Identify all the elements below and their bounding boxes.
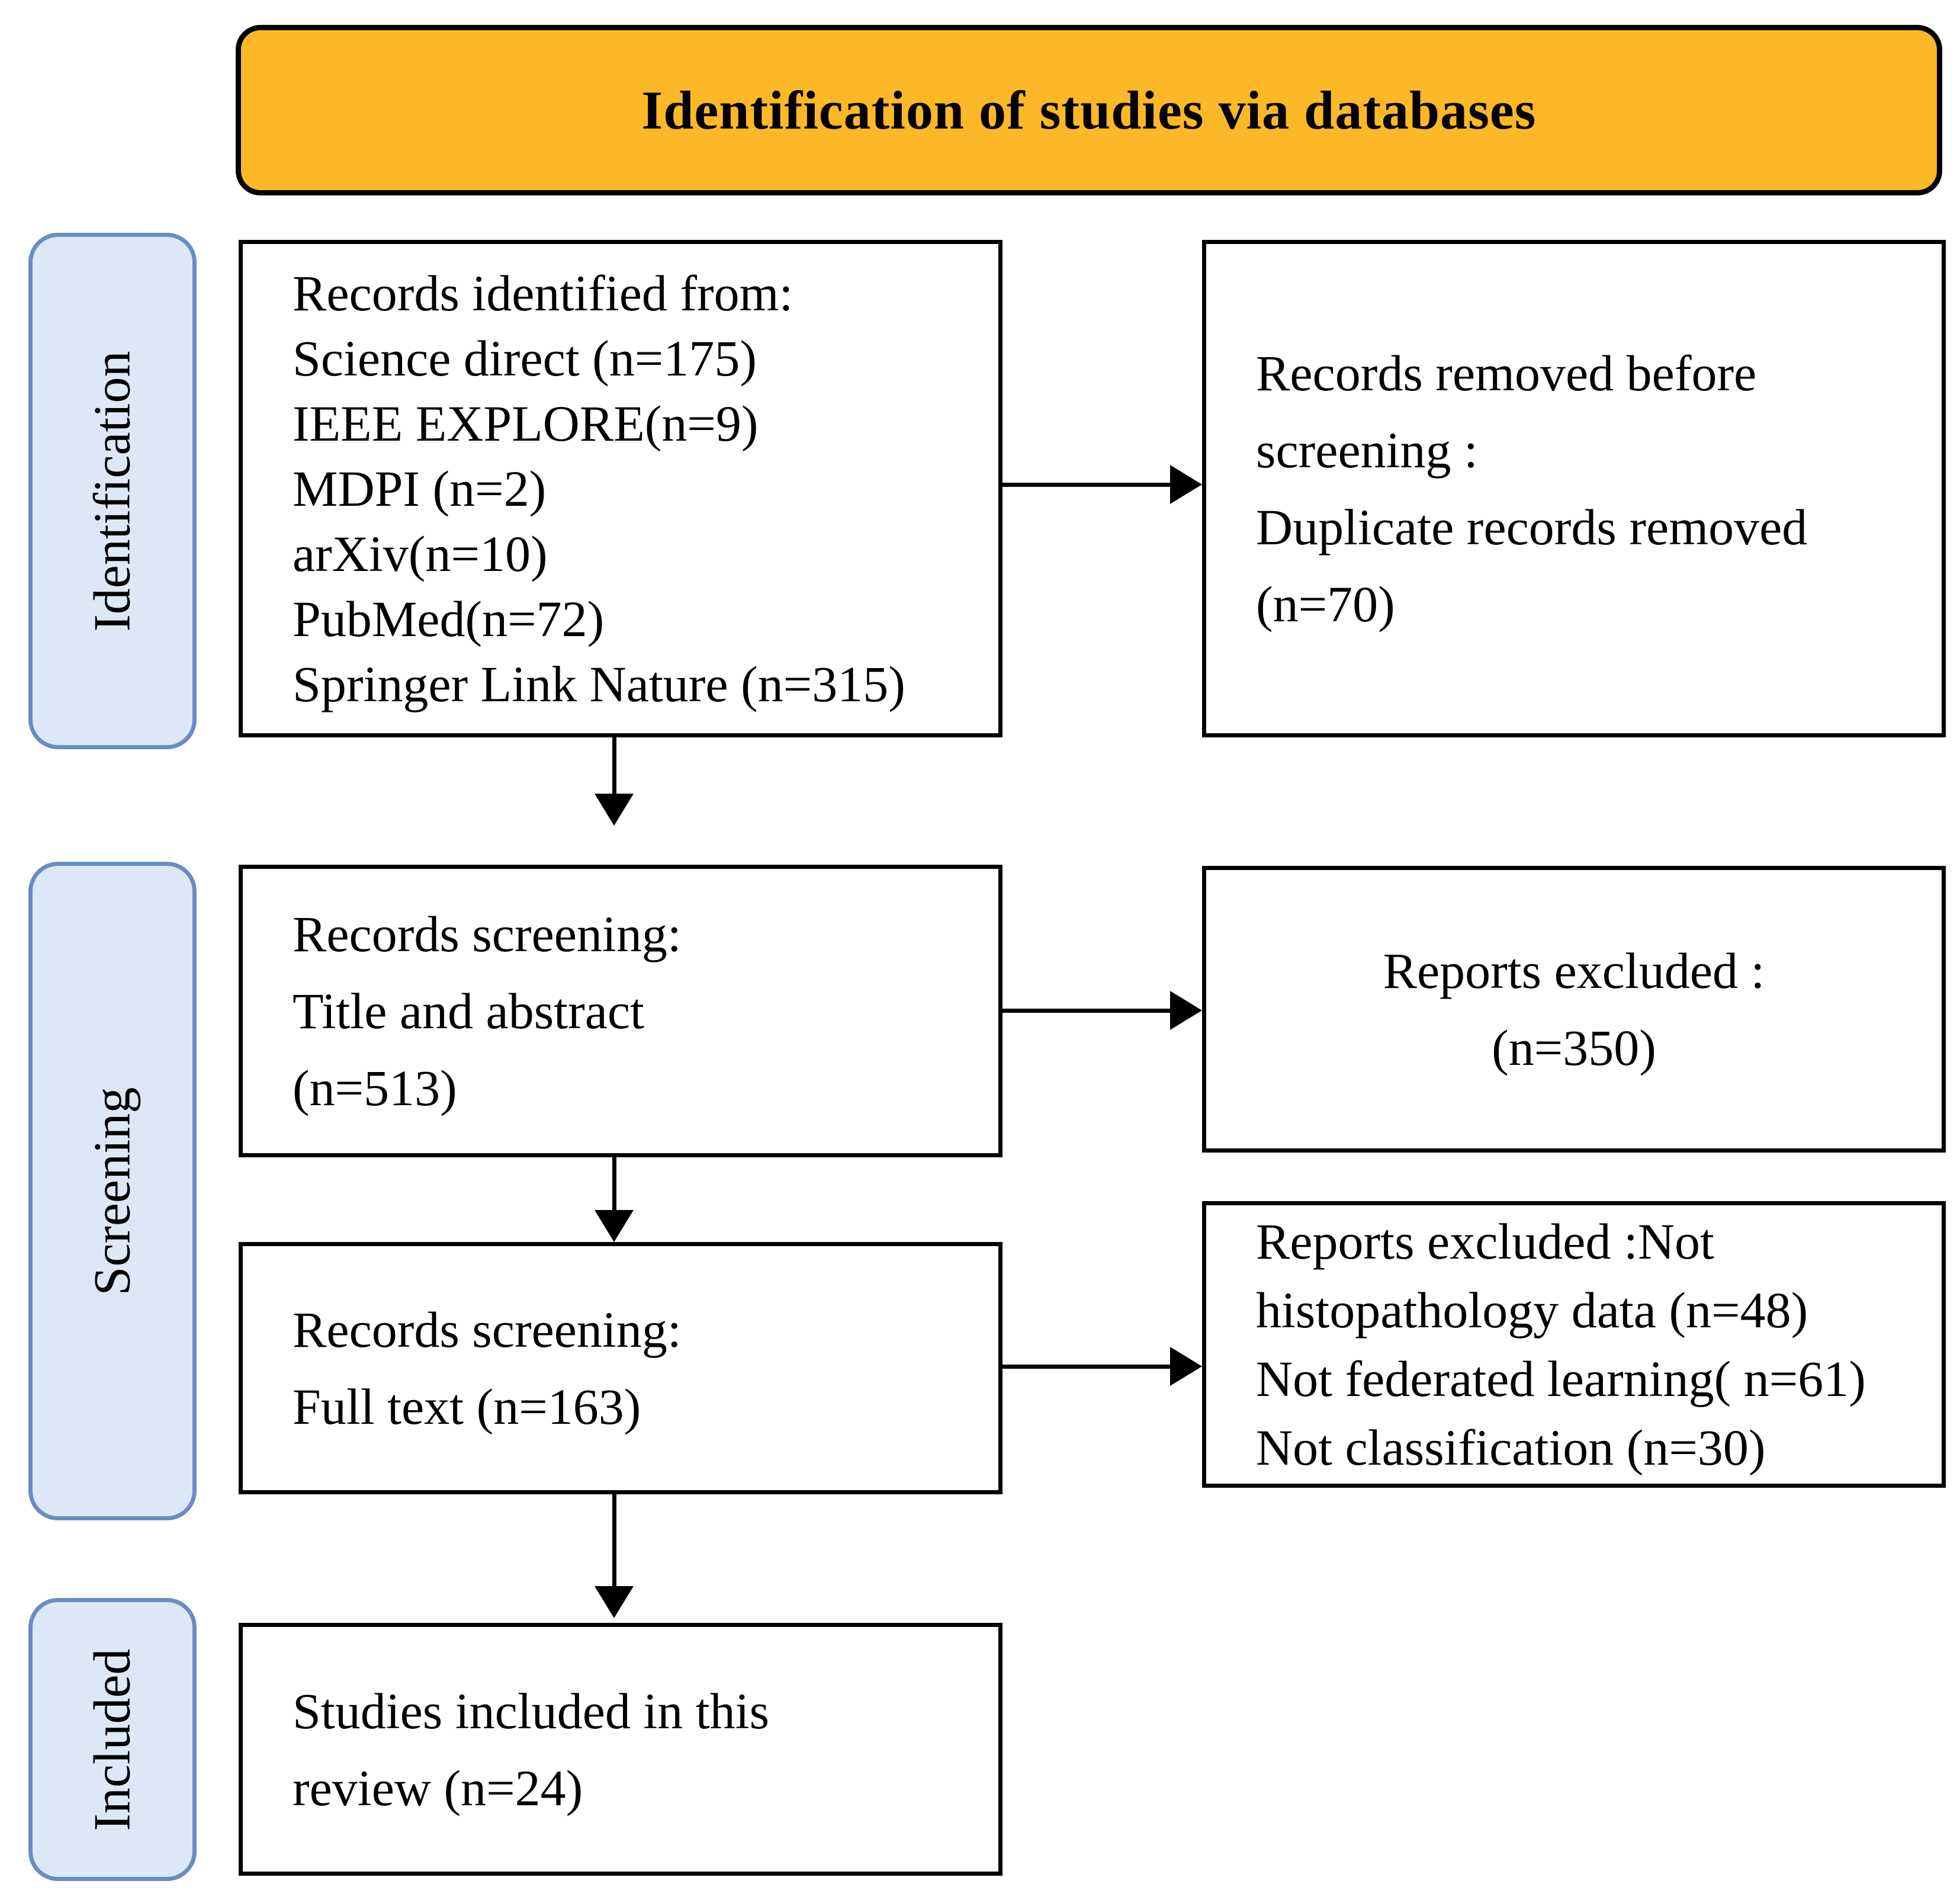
box-line: IEEE EXPLORE(n=9) [293,395,759,452]
title-banner: Identification of studies via databases [236,25,1942,195]
arrow-identified-to-screening-head-icon [595,794,634,826]
stage-label-screening-text: Screening [83,1087,142,1295]
box-records-removed-before-screening: Records removed before screening : Dupli… [1202,240,1946,737]
stage-label-identification-text: Identification [83,350,142,632]
box-line: Title and abstract [293,983,644,1039]
arrow-screening-to-excluded-head-icon [1170,991,1202,1030]
box-line: Reports excluded :Not [1256,1213,1714,1270]
arrow-screening-to-excluded-shaft [1003,1009,1175,1013]
box-line: arXiv(n=10) [293,525,548,582]
arrow-identified-to-removed-head-icon [1170,465,1202,504]
box-line: Springer Link Nature (n=315) [293,656,905,712]
box-line: review (n=24) [293,1759,583,1816]
arrow-full-text-to-included-shaft [612,1494,616,1589]
box-records-screening-full-text: Records screening: Full text (n=163) [239,1242,1003,1494]
box-line: (n=513) [293,1060,457,1116]
arrow-identified-to-removed-shaft [1003,483,1175,487]
box-line: (n=70) [1256,576,1395,633]
box-line: Records screening: [293,1301,682,1358]
box-line: Duplicate records removed [1256,499,1808,556]
diagram-title: Identification of studies via databases [641,80,1537,140]
box-line: (n=350) [1492,1019,1656,1076]
box-line: Full text (n=163) [293,1378,641,1435]
box-line: Science direct (n=175) [293,330,757,387]
box-line: Records screening: [293,906,682,962]
box-line: Reports excluded : [1383,942,1765,999]
box-line: Studies included in this [293,1682,770,1739]
arrow-full-text-to-excluded-shaft [1003,1365,1175,1369]
arrow-title-abstract-to-full-text-head-icon [595,1210,634,1242]
box-line: screening : [1256,422,1478,479]
arrow-full-text-to-excluded-head-icon [1170,1347,1202,1386]
stage-label-included-text: Included [83,1648,142,1831]
box-line: Records removed before [1256,345,1757,402]
stage-label-identification: Identification [28,233,197,749]
box-line: MDPI (n=2) [293,460,547,517]
arrow-identified-to-screening-shaft [612,737,616,797]
box-line: Not federated learning( n=61) [1256,1350,1866,1407]
box-reports-excluded: Reports excluded : (n=350) [1202,866,1946,1153]
arrow-full-text-to-included-head-icon [595,1586,634,1618]
box-studies-included: Studies included in this review (n=24) [239,1623,1003,1876]
box-records-identified: Records identified from: Science direct … [239,240,1003,737]
box-full-text-reports-excluded: Reports excluded :Not histopathology dat… [1202,1201,1946,1488]
box-line: Not classification (n=30) [1256,1419,1766,1476]
box-line: histopathology data (n=48) [1256,1282,1808,1339]
box-line: Records identified from: [293,265,793,322]
stage-label-screening: Screening [28,862,197,1520]
box-line: PubMed(n=72) [293,590,605,647]
box-records-screening-title-abstract: Records screening: Title and abstract (n… [239,865,1003,1157]
stage-label-included: Included [28,1598,197,1881]
arrow-title-abstract-to-full-text-shaft [612,1157,616,1214]
